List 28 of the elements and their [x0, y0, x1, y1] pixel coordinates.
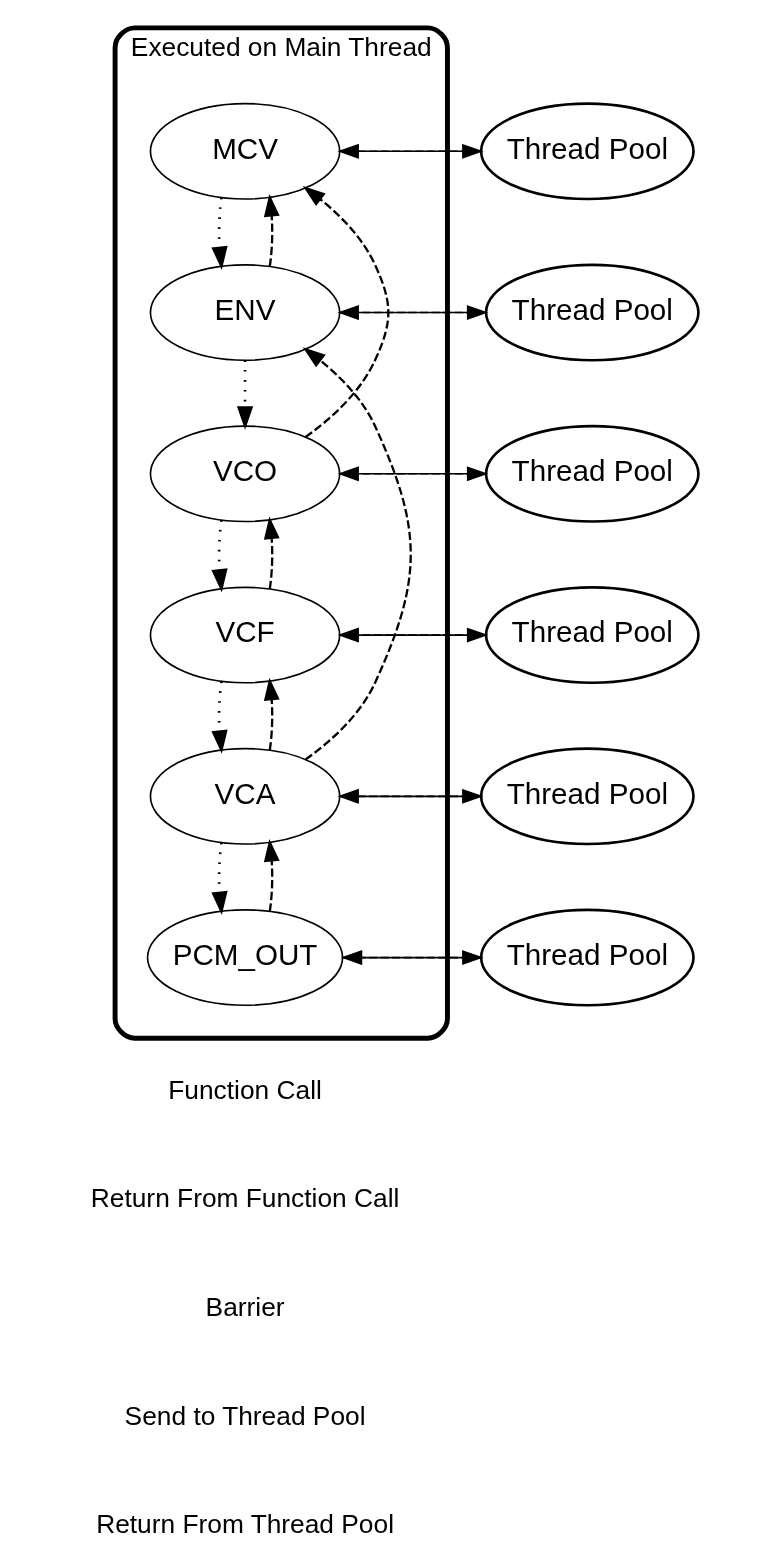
arrow	[211, 197, 228, 270]
legend-label: Send to Thread Pool	[124, 1400, 366, 1431]
legend-label: Return From Function Call	[90, 1183, 400, 1214]
node-ellipse: Thread Pool	[479, 102, 695, 201]
node-ellipse: PCM_OUT	[146, 909, 344, 1007]
arrow	[236, 360, 254, 430]
node-ellipse: VCO	[149, 425, 341, 523]
arrow	[263, 838, 280, 912]
arrow	[302, 185, 390, 438]
node-ellipse: ENV	[149, 264, 341, 362]
arrow	[211, 842, 228, 915]
node-ellipse: Thread Pool	[479, 747, 695, 846]
arrow	[263, 193, 280, 267]
node-ellipse: Thread Pool	[484, 263, 700, 362]
node-ellipse: Thread Pool	[484, 586, 700, 685]
node-ellipse: Thread Pool	[479, 908, 695, 1007]
arrow	[263, 677, 280, 751]
arrow	[302, 347, 412, 761]
arrow	[211, 681, 228, 754]
legend-label: Return From Thread Pool	[96, 1509, 394, 1540]
arrow	[211, 520, 228, 593]
node-ellipse: VCA	[149, 747, 341, 845]
node-ellipse: VCF	[149, 586, 341, 684]
node-ellipse: MCV	[149, 102, 341, 200]
arrow	[263, 516, 280, 589]
legend-label: Function Call	[168, 1074, 322, 1105]
node-ellipse: Thread Pool	[484, 424, 700, 523]
legend-label: Barrier	[205, 1291, 285, 1322]
